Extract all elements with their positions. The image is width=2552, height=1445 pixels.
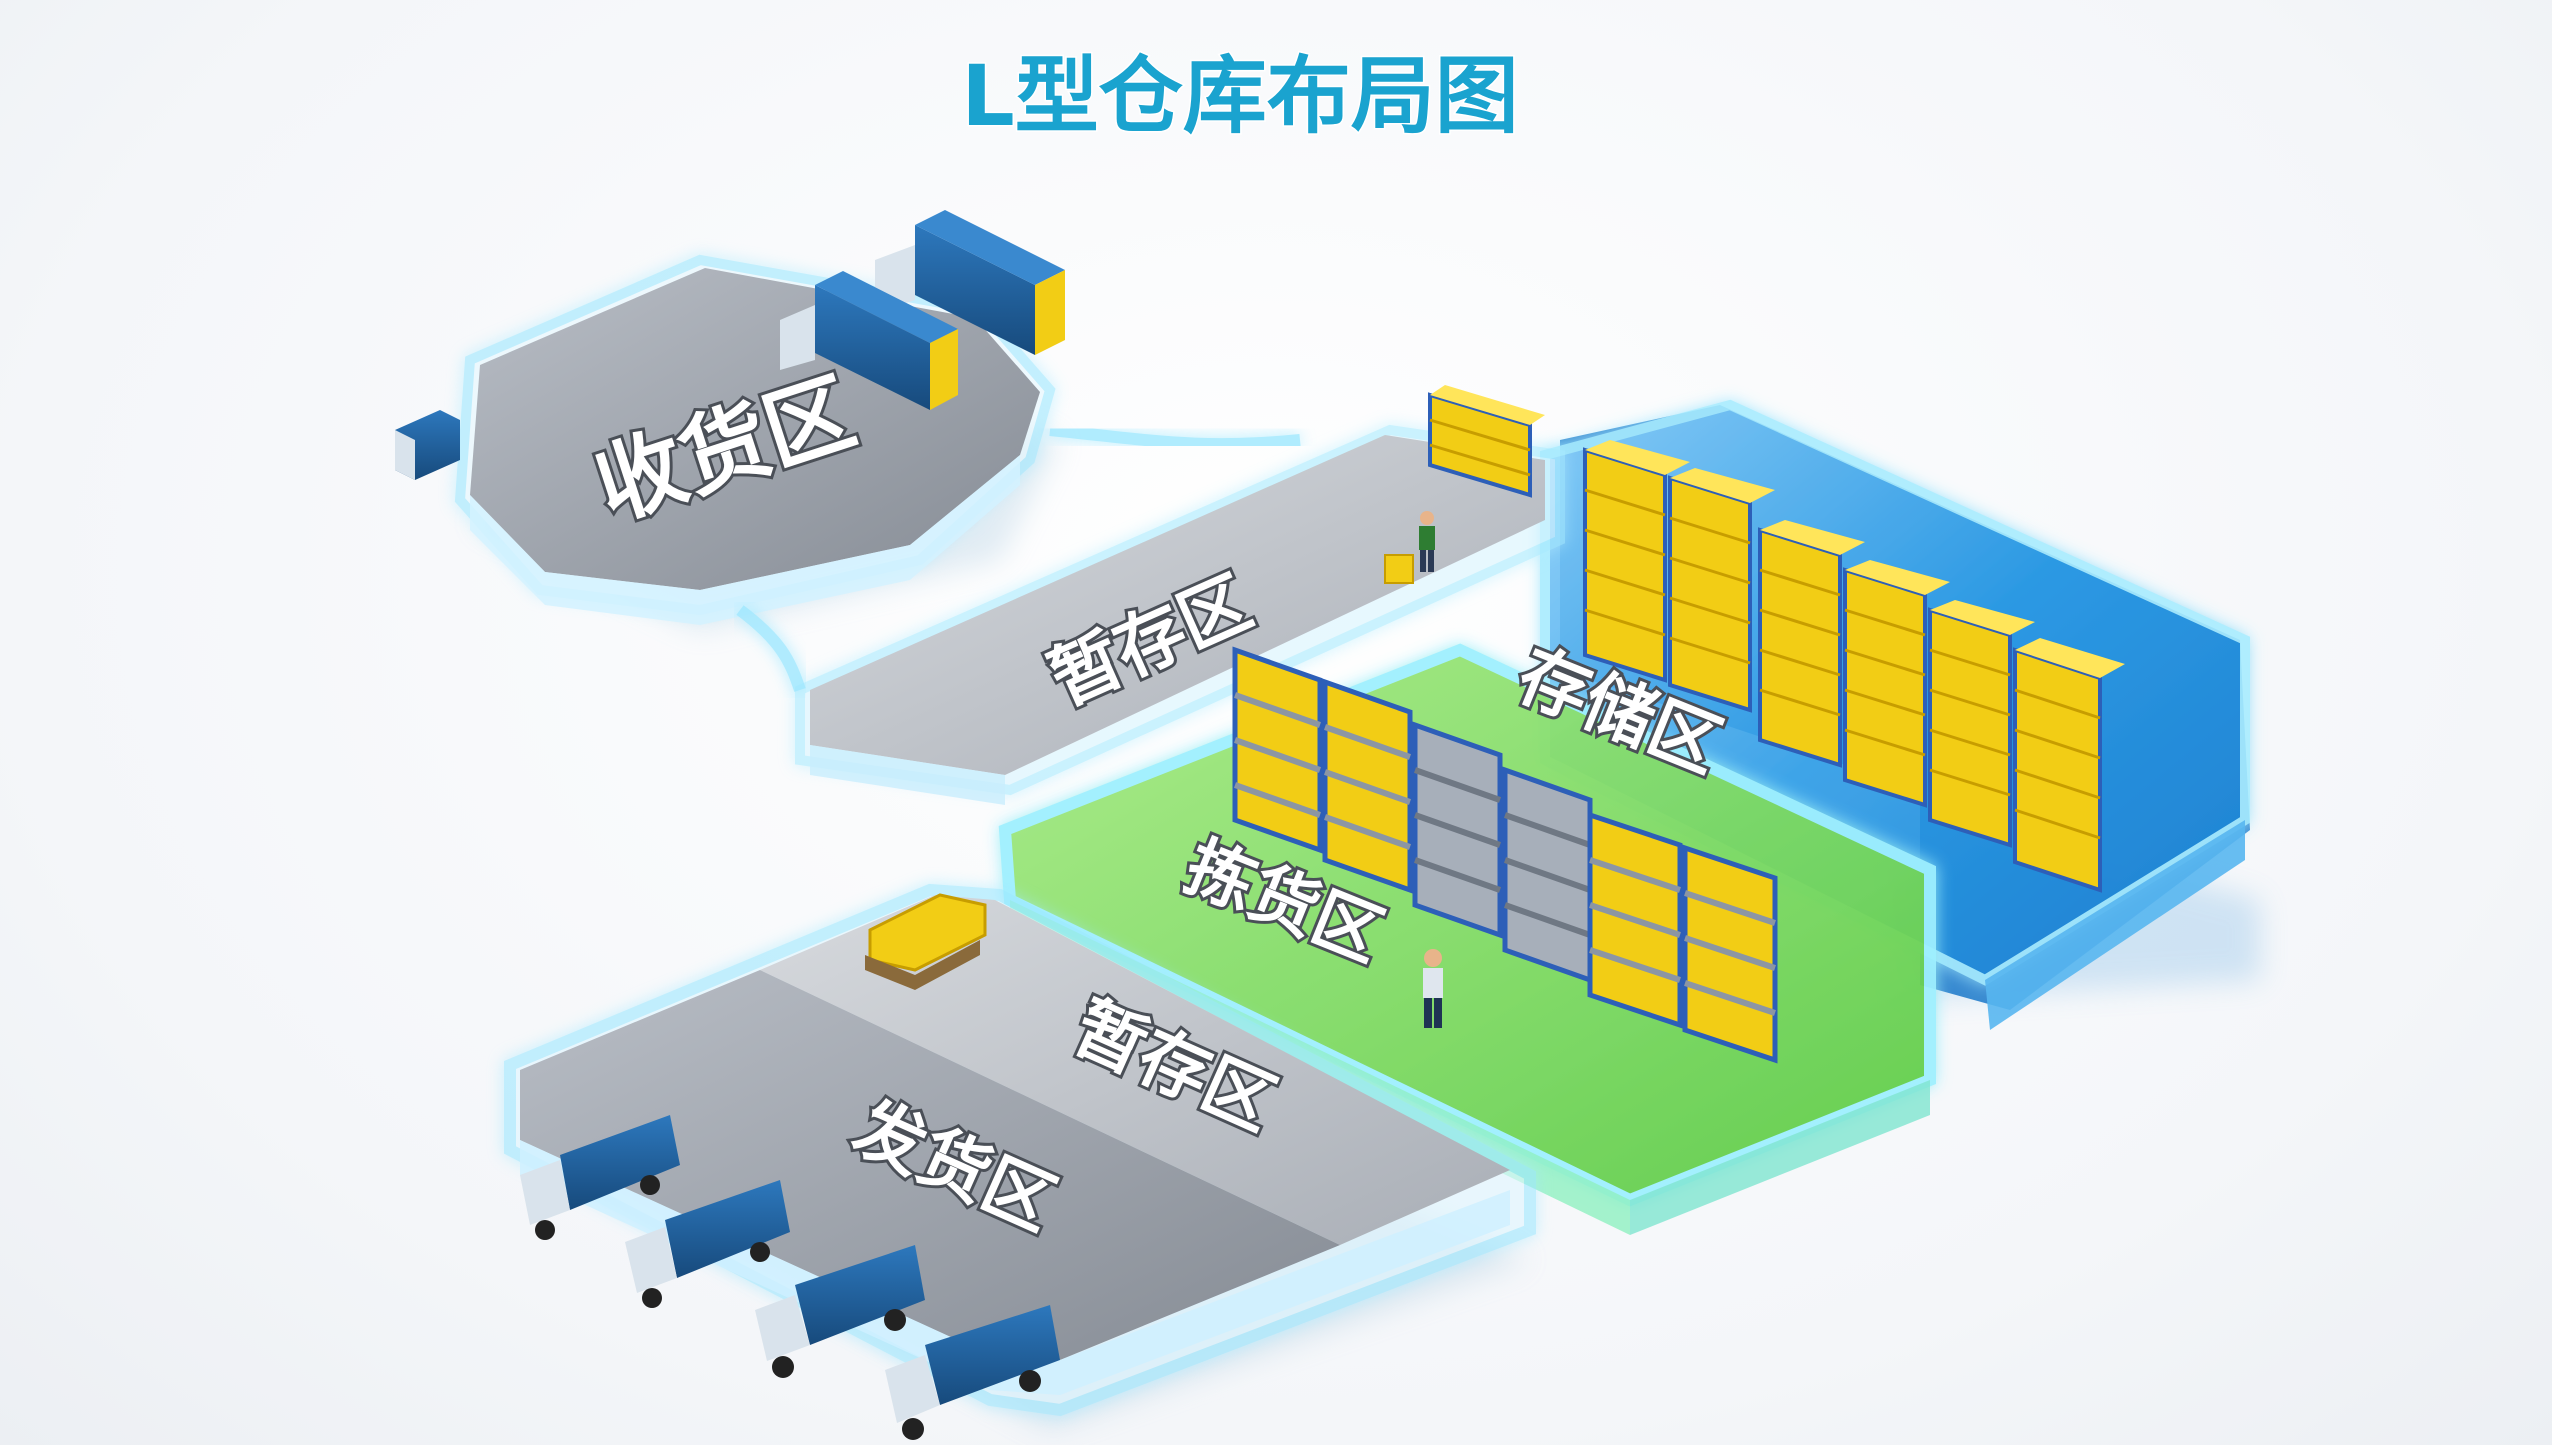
truck-icon bbox=[520, 1115, 680, 1240]
rack-icon bbox=[1412, 721, 1503, 939]
picking-racks bbox=[1232, 646, 1778, 1064]
truck-icon bbox=[885, 1305, 1060, 1440]
shipping-staging-zone bbox=[504, 883, 1536, 1417]
trucks bbox=[395, 210, 1065, 1440]
rack-icon bbox=[1843, 560, 1950, 808]
diagram-title: L型仓库布局图 bbox=[961, 47, 1519, 145]
rack-icon bbox=[1587, 811, 1683, 1029]
rack-icon bbox=[1232, 646, 1323, 854]
shipping-zone bbox=[520, 970, 1340, 1360]
storage-racks bbox=[1583, 440, 2125, 893]
staging-zone-lower bbox=[760, 895, 1510, 1245]
rack-icon bbox=[1758, 520, 1865, 768]
rack-icon bbox=[1428, 385, 1545, 498]
rack-icon bbox=[1668, 468, 1775, 713]
truck-icon bbox=[625, 1180, 790, 1308]
rack-icon bbox=[1928, 600, 2035, 848]
worker-icon bbox=[1419, 511, 1435, 572]
rack-icon bbox=[1322, 678, 1413, 894]
rack-icon bbox=[1583, 440, 1690, 683]
rack-icon bbox=[2013, 638, 2125, 893]
truck-icon bbox=[780, 271, 958, 410]
forklift-icon bbox=[1384, 554, 1414, 584]
rack-icon bbox=[1502, 766, 1593, 984]
worker-icon bbox=[1423, 949, 1443, 1028]
truck-icon bbox=[395, 410, 460, 480]
connector-path bbox=[1049, 424, 1301, 451]
pallet-icon bbox=[865, 893, 987, 990]
truck-icon bbox=[755, 1245, 925, 1378]
staging-zone-upper bbox=[795, 424, 1565, 805]
connector-path bbox=[736, 605, 806, 692]
rack-icon bbox=[1682, 844, 1778, 1064]
